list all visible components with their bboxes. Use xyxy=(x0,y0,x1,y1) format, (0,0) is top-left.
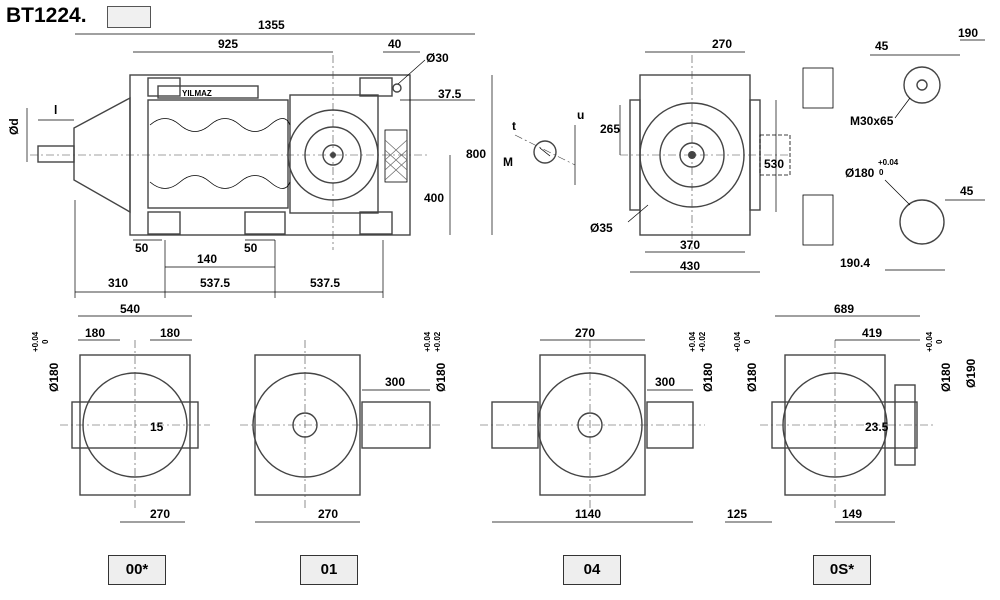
model-code-box xyxy=(107,6,151,28)
dim-half-height: 400 xyxy=(424,191,444,205)
v00-tol-upper: +0.04 xyxy=(31,331,40,352)
v04-tol-upper: +0.04 xyxy=(688,331,697,352)
drawing-title: BT1224. xyxy=(6,4,87,27)
foot-left xyxy=(147,211,181,235)
housing-inner-left xyxy=(147,99,289,209)
dim-overall-length: 1355 xyxy=(258,18,285,32)
shaft-dim-45-top: 45 xyxy=(875,39,889,53)
shaft-bore-circle xyxy=(899,199,945,245)
v01-tol-upper: +0.04 xyxy=(423,331,432,352)
key-detail: t u M xyxy=(503,108,584,185)
side-hole-diameter: Ø35 xyxy=(590,221,613,235)
variant-00-drawing: 540 180 180 15 270 Ø180 +0.04 0 xyxy=(31,302,210,523)
key-m: M xyxy=(503,155,513,169)
output-shaft-01 xyxy=(361,401,431,449)
output-shaft-04-right xyxy=(646,401,694,449)
side-width-outer: 430 xyxy=(680,259,700,273)
v0s-bore-right-tol-lower: 0 xyxy=(935,339,944,344)
v00-tol-lower: 0 xyxy=(41,339,50,344)
v0s-bore-right: Ø180 xyxy=(939,362,953,392)
v04-total: 1140 xyxy=(575,507,601,521)
side-height-left: 265 xyxy=(600,122,620,136)
side-center-height: 530 xyxy=(764,157,784,171)
v04-tol-lower: +0.02 xyxy=(698,331,707,352)
shaft-dim-45-bottom: 45 xyxy=(960,184,974,198)
v0s-center: 23.5 xyxy=(865,420,889,434)
variant-label-0s[interactable]: 0S* xyxy=(813,555,871,585)
side-view: 270 265 530 Ø35 370 430 xyxy=(590,37,791,273)
brand-text: YILMAZ xyxy=(182,89,212,98)
hatched-block xyxy=(384,129,408,183)
dim-foot-spacing: 140 xyxy=(197,252,217,266)
top-view: YILMAZ 1355 925 40 Ø30 37.5 xyxy=(7,18,493,298)
v04-bore: Ø180 xyxy=(701,362,715,392)
shaft-end-circle xyxy=(903,66,941,104)
v01-tol-lower: +0.02 xyxy=(433,331,442,352)
v0s-bore-left: Ø180 xyxy=(745,362,759,392)
v00-width: 540 xyxy=(120,302,140,316)
v0s-bore-left-tol-lower: 0 xyxy=(743,339,752,344)
input-shaft xyxy=(37,145,75,163)
shaft-dim-190-4: 190.4 xyxy=(840,256,870,270)
dim-shaft-diameter: Ød xyxy=(7,118,21,135)
v0s-outer: Ø190 xyxy=(964,358,978,388)
foot-mid xyxy=(244,211,286,235)
side-width-inner: 370 xyxy=(680,238,700,252)
shaft-bore: Ø180 xyxy=(845,166,875,180)
v01-bore: Ø180 xyxy=(434,362,448,392)
dim-hole-diameter: Ø30 xyxy=(426,51,449,65)
variant-04-drawing: 270 300 1140 Ø180 +0.04 +0.02 xyxy=(480,326,715,523)
brand-plate xyxy=(157,85,259,99)
v00-center: 15 xyxy=(150,420,164,434)
v0s-left-offset: 125 xyxy=(727,507,747,521)
dim-span-b: 537.5 xyxy=(310,276,340,290)
side-width-top: 270 xyxy=(712,37,732,51)
key-t: t xyxy=(512,119,516,133)
variant-0s-drawing: 689 419 23.5 125 149 Ø180 +0.04 0 Ø180 +… xyxy=(725,302,978,523)
variant-label-00[interactable]: 00* xyxy=(108,555,166,585)
dim-foot-width-a: 50 xyxy=(135,241,149,255)
variant-label-01[interactable]: 01 xyxy=(300,555,358,585)
dim-shaft-to-foot: 310 xyxy=(108,276,128,290)
v0s-right-offset: 149 xyxy=(842,507,862,521)
v00-right: 180 xyxy=(160,326,180,340)
v01-shaft-length: 300 xyxy=(385,375,405,389)
shaft-thread: M30x65 xyxy=(850,114,894,128)
v00-left: 180 xyxy=(85,326,105,340)
foot-right xyxy=(359,211,393,235)
v00-bore: Ø180 xyxy=(47,362,61,392)
dim-shaft-length: l xyxy=(54,103,57,117)
variant-label-04[interactable]: 04 xyxy=(563,555,621,585)
dim-height: 800 xyxy=(466,147,486,161)
dim-inner-length: 925 xyxy=(218,37,238,51)
dim-hole-offset: 37.5 xyxy=(438,87,462,101)
shaft-bore-tol-lower: 0 xyxy=(879,168,884,177)
v0s-inner: 419 xyxy=(862,326,882,340)
v04-shaft-length: 300 xyxy=(655,375,675,389)
dim-edge-offset: 40 xyxy=(388,37,402,51)
mounting-hole xyxy=(392,83,402,93)
shaft-detail: 45 190 M30x65 Ø180 +0.04 0 45 190.4 xyxy=(802,26,985,271)
v0s-bore-right-tol-upper: +0.04 xyxy=(925,331,934,352)
key-circle xyxy=(533,140,557,164)
v04-width: 270 xyxy=(575,326,595,340)
dim-foot-width-b: 50 xyxy=(244,241,258,255)
v01-bottom: 270 xyxy=(318,507,338,521)
key-u: u xyxy=(577,108,584,122)
shaft-bore-tol-upper: +0.04 xyxy=(878,158,899,167)
shaft-dim-190: 190 xyxy=(958,26,978,40)
variant-01-drawing: 300 270 Ø180 +0.04 +0.02 xyxy=(240,331,448,523)
v0s-width: 689 xyxy=(834,302,854,316)
dim-span-a: 537.5 xyxy=(200,276,230,290)
v00-bottom: 270 xyxy=(150,507,170,521)
v0s-bore-left-tol-upper: +0.04 xyxy=(733,331,742,352)
